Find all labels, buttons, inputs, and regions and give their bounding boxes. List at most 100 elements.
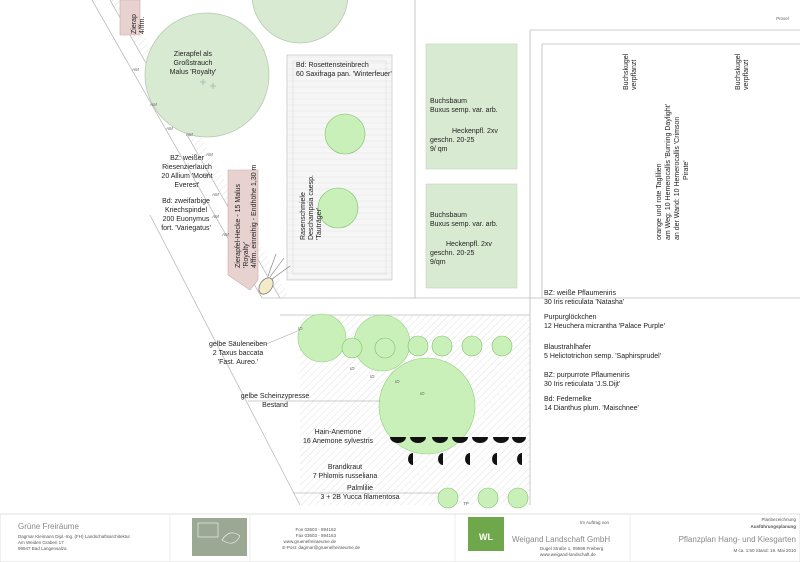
label-buchsbaum-1: Buchsbaum Buxus semp. var. arb. Heckenpf…: [430, 98, 498, 153]
svg-text:WL: WL: [479, 532, 493, 542]
svg-text:Buchskugel: Buchskugel: [623, 53, 630, 90]
svg-text:Deschampsia caesp.: Deschampsia caesp.: [308, 175, 315, 240]
svg-text:30 Iris reticulata 'Natasha': 30 Iris reticulata 'Natasha': [544, 299, 624, 306]
svg-text:BZ: weiße Pflaumeniris: BZ: weiße Pflaumeniris: [544, 290, 616, 297]
svg-text:'Tauträger': 'Tauträger': [316, 208, 323, 240]
svg-text:AM: AM: [165, 126, 173, 131]
svg-text:ID: ID: [350, 366, 355, 371]
svg-text:Buxus semp. var. arb.: Buxus semp. var. arb.: [430, 107, 498, 114]
svg-text:Zierapfel-Hecke - 15 Malus: Zierapfel-Hecke - 15 Malus: [235, 183, 242, 268]
ld-markers: ID ID ID ID ID TP: [298, 326, 469, 506]
svg-text:geschn. 20-25: geschn. 20-25: [430, 250, 474, 257]
svg-text:ID: ID: [298, 326, 303, 331]
titleblock: Grüne Freiräume Dagmar Kleimann Dipl.-In…: [0, 513, 800, 562]
svg-text:Bd: Federnelke: Bd: Federnelke: [544, 396, 592, 403]
svg-text:www.gruenefreiraeume.de: www.gruenefreiraeume.de: [283, 539, 336, 544]
svg-text:ID: ID: [370, 374, 375, 379]
svg-text:Rasenschmiele: Rasenschmiele: [300, 192, 307, 240]
svg-text:AM: AM: [221, 232, 229, 237]
svg-text:geschn. 20-25: geschn. 20-25: [430, 137, 474, 144]
zierapfel-hedge: [227, 169, 259, 291]
svg-text:Malus 'Royalty': Malus 'Royalty': [170, 69, 217, 76]
labels-plants-right: BZ: weiße Pflaumeniris 30 Iris reticulat…: [544, 290, 665, 412]
heuchera-row: [341, 335, 513, 359]
svg-text:AM: AM: [205, 152, 213, 157]
svg-text:Dagmar Kleimann Dipl.-Ing. (FH: Dagmar Kleimann Dipl.-Ing. (FH) Landscha…: [18, 534, 131, 539]
sheet-corner-label: Prosel: [776, 16, 790, 21]
svg-text:AM: AM: [201, 172, 209, 177]
svg-text:ID: ID: [420, 391, 425, 396]
svg-text:5 Helictotrichon semp. 'Saphir: 5 Helictotrichon semp. 'Saphirsprudel': [544, 353, 661, 360]
svg-text:'Fast. Aureo.': 'Fast. Aureo.': [218, 359, 258, 366]
svg-text:Zierapfel als: Zierapfel als: [174, 51, 213, 58]
svg-text:fort. 'Variegatus': fort. 'Variegatus': [161, 225, 211, 232]
svg-text:Palmlilie: Palmlilie: [347, 485, 373, 492]
svg-text:Kriechspindel: Kriechspindel: [165, 207, 207, 214]
tree-top-partial: [251, 0, 349, 44]
svg-text:BZ: weißer: BZ: weißer: [170, 155, 205, 162]
label-zierapfel-top: Zierap 4/ffm.: [131, 14, 146, 34]
svg-text:ID: ID: [395, 379, 400, 384]
anemone-row: [390, 437, 526, 443]
svg-text:Bd: Rosettensteinbrech: Bd: Rosettensteinbrech: [296, 62, 369, 69]
lamp: [258, 277, 274, 295]
svg-text:Brandkraut: Brandkraut: [328, 464, 362, 471]
svg-text:Ausführungsplanung: Ausführungsplanung: [751, 524, 797, 529]
svg-text:AM: AM: [211, 214, 219, 219]
buchsbaum-bed-1: [425, 43, 518, 170]
svg-text:Buxus semp. var. arb.: Buxus semp. var. arb.: [430, 221, 498, 228]
svg-text:Großstrauch: Großstrauch: [174, 60, 213, 67]
svg-text:gelbe Säuleneiben: gelbe Säuleneiben: [209, 341, 267, 348]
svg-text:gelbe Scheinzypresse: gelbe Scheinzypresse: [241, 393, 310, 400]
svg-text:Fax 03603 - 894163: Fax 03603 - 894163: [296, 533, 337, 538]
svg-text:Everest': Everest': [174, 182, 199, 189]
svg-text:Zierap: Zierap: [131, 14, 138, 34]
svg-text:Planbezeichnung: Planbezeichnung: [761, 517, 796, 522]
svg-text:200 Euonymus: 200 Euonymus: [163, 216, 210, 223]
label-rasenschmiele: Rasenschmiele Deschampsia caesp. 'Tauträ…: [300, 175, 323, 240]
svg-text:30 Iris reticulata 'J.S.Dijt': 30 Iris reticulata 'J.S.Dijt': [544, 381, 620, 388]
svg-text:Im Auftrag von: Im Auftrag von: [580, 520, 610, 525]
svg-text:Buchsbaum: Buchsbaum: [430, 98, 467, 105]
svg-text:20 Allium 'Mount: 20 Allium 'Mount: [161, 173, 212, 180]
label-buchsbaum-2: Buchsbaum Buxus semp. var. arb. Heckenpf…: [430, 212, 498, 266]
svg-text:Riesenzierlauch: Riesenzierlauch: [162, 164, 212, 171]
svg-text:E-Post: dagmar@gruenefreiraeum: E-Post: dagmar@gruenefreiraeume.de: [282, 545, 360, 550]
svg-text:4/ffm. einreihig - Endhöhe 1,3: 4/ffm. einreihig - Endhöhe 1,30 m: [251, 164, 258, 268]
rasenschmiele-plants: [317, 113, 366, 229]
label-kriechspindel: Bd: zweifarbige Kriechspindel 200 Euonym…: [161, 198, 211, 232]
svg-text:an der Wand: 10 Hemerocallis ': an der Wand: 10 Hemerocallis 'Crimson: [674, 117, 681, 240]
label-zierapfel-grossstrauch: Zierapfel als Großstrauch Malus 'Royalty…: [170, 51, 217, 76]
label-buchskugel-2: Buchskugel verpflanzt: [735, 53, 750, 90]
svg-text:BZ: purpurrote Pflaumeniris: BZ: purpurrote Pflaumeniris: [544, 372, 630, 379]
svg-text:Heckenpfl. 2xv: Heckenpfl. 2xv: [452, 128, 498, 135]
svg-text:AM: AM: [211, 192, 219, 197]
svg-text:Buchskugel: Buchskugel: [735, 53, 742, 90]
svg-text:Am Weiden Graben 17: Am Weiden Graben 17: [18, 540, 64, 545]
zierapfel-hedge-top: [119, 0, 141, 36]
svg-text:2 Taxus baccata: 2 Taxus baccata: [213, 350, 264, 357]
svg-text:9/qm: 9/qm: [430, 259, 446, 266]
scheinzypresse: [378, 357, 476, 455]
svg-text:Blaustrahlhafer: Blaustrahlhafer: [544, 344, 592, 351]
label-buchskugel-1: Buchskugel verpflanzt: [623, 53, 638, 90]
zierapfel-tree: [144, 12, 270, 138]
svg-text:AM: AM: [131, 67, 139, 72]
client-logo: [468, 517, 504, 551]
svg-text:Fon 03603 - 894162: Fon 03603 - 894162: [295, 527, 336, 532]
buchsbaum-bed-2: [425, 183, 518, 289]
phlomis-row: [408, 453, 522, 465]
yucca-row: [437, 487, 529, 509]
svg-text:Dugel Straße 1, 09599 Freiberg: Dugel Straße 1, 09599 Freiberg: [540, 546, 604, 551]
label-riesenzierlauch: BZ: weißer Riesenzierlauch 20 Allium 'Mo…: [161, 155, 212, 189]
svg-text:7 Phlomis russeliana: 7 Phlomis russeliana: [313, 473, 378, 480]
labels-plants-left: gelbe Säuleneiben 2 Taxus baccata 'Fast.…: [209, 341, 400, 501]
svg-text:Bestand: Bestand: [262, 402, 288, 409]
svg-text:am Weg: 10 Hemerocallis 'Burni: am Weg: 10 Hemerocallis 'Burning Dayligh…: [665, 104, 672, 240]
svg-text:99947 Bad Langensalza: 99947 Bad Langensalza: [18, 546, 67, 551]
svg-text:Purpurglöckchen: Purpurglöckchen: [544, 314, 597, 321]
svg-text:AM: AM: [185, 132, 193, 137]
svg-text:'Royalty': 'Royalty': [243, 242, 250, 268]
svg-text:9/ qm: 9/ qm: [430, 146, 448, 153]
